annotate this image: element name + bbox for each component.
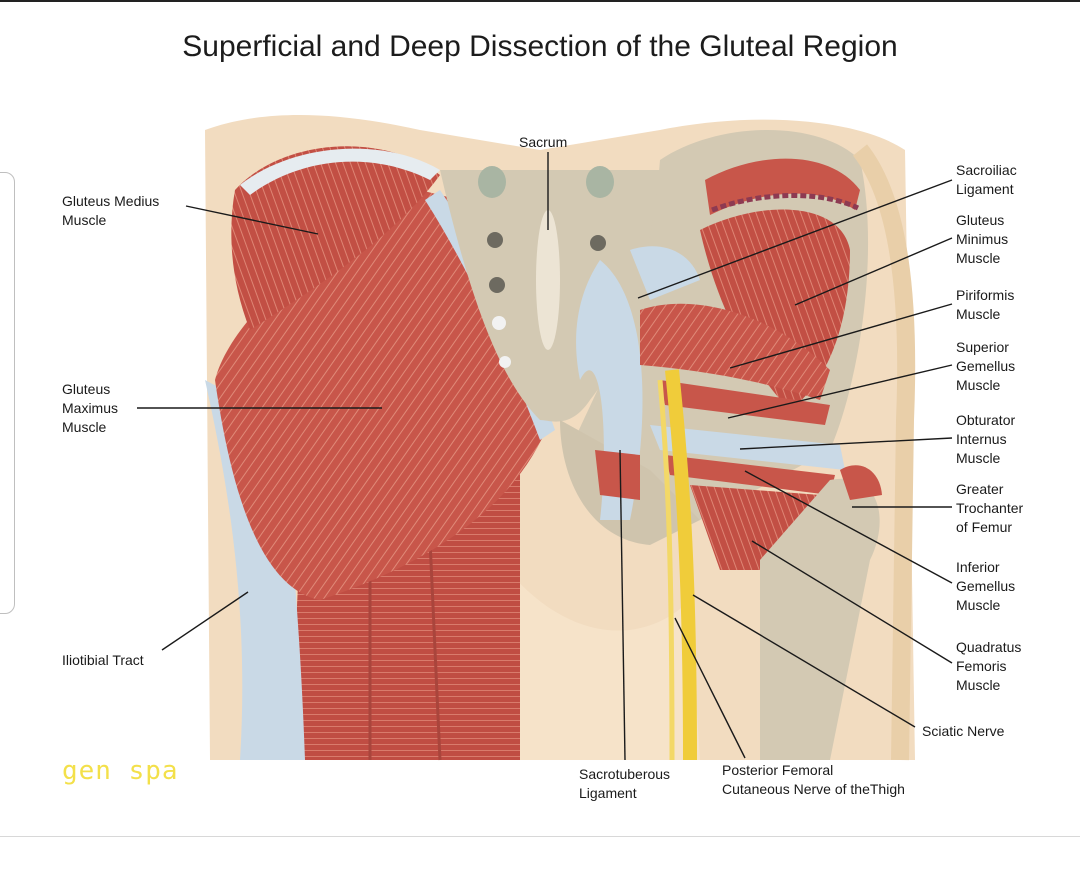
label-obturator-internus: Obturator Internus Muscle — [956, 412, 1016, 466]
gluteus-medius-shape — [231, 146, 440, 330]
top-border — [0, 0, 1080, 2]
label-iliotibial-tract: Iliotibial Tract — [62, 652, 144, 668]
label-gluteus-maximus: Gluteus Maximus Muscle — [62, 381, 119, 435]
label-piriformis: Piriformis Muscle — [956, 287, 1015, 322]
femur-shape — [760, 478, 880, 760]
leader-lines — [137, 152, 953, 761]
leader-posterior-femoral — [674, 617, 746, 759]
sciatic-nerve-shape — [665, 369, 697, 761]
sacral-foramen-4l — [499, 356, 511, 368]
leader-sciatic — [692, 594, 916, 728]
watermark-text: gen spa — [62, 756, 179, 786]
sacral-foramen-2l — [489, 277, 505, 293]
page-title: Superficial and Deep Dissection of the G… — [182, 30, 898, 63]
label-sacrotuberous-ligament: Sacrotuberous Ligament — [579, 766, 671, 801]
leader-gluteus-medius — [185, 205, 319, 235]
leader-sacrotuberous — [619, 449, 626, 761]
sacral-foramen-1r — [590, 235, 606, 251]
leader-gluteus-minimus — [794, 237, 953, 306]
side-panel-tab[interactable] — [0, 172, 15, 614]
inferior-gemellus-shape — [665, 455, 835, 495]
sacral-ala-right — [586, 166, 614, 198]
leader-iliotibial — [161, 591, 249, 651]
bottom-divider — [0, 836, 1080, 837]
obturator-internus-shape — [650, 425, 845, 470]
greater-trochanter-shape — [840, 465, 882, 500]
sacral-ala-left — [478, 166, 506, 198]
label-sciatic-nerve: Sciatic Nerve — [922, 723, 1005, 739]
right-thigh-outline — [852, 144, 916, 761]
posterior-femoral-nerve-shape — [657, 379, 675, 761]
label-sacroiliac-ligament: Sacroiliac Ligament — [956, 162, 1017, 197]
label-superior-gemellus: Superior Gemellus Muscle — [956, 339, 1016, 393]
leader-piriformis — [729, 303, 953, 369]
leader-obturator — [739, 437, 953, 450]
leader-sacroiliac — [637, 179, 953, 299]
leader-inferior-gemellus — [744, 470, 953, 584]
piriformis-shape — [640, 303, 830, 400]
label-inferior-gemellus: Inferior Gemellus Muscle — [956, 559, 1016, 613]
gluteus-medius-top-tendon — [240, 148, 440, 195]
label-posterior-femoral-nerve: Posterior Femoral Cutaneous Nerve of the… — [722, 762, 905, 797]
label-gluteus-medius: Gluteus Medius Muscle — [62, 193, 160, 228]
leader-quadratus — [751, 540, 953, 664]
label-gluteus-minimus: Gluteus Minimus Muscle — [956, 212, 1009, 266]
sacral-crest — [536, 210, 560, 350]
buttock-lower-skin — [480, 560, 700, 760]
sacral-foramen-3l — [492, 316, 506, 330]
hamstring-divider-2 — [428, 539, 442, 761]
iliac-crest-muscle — [705, 158, 860, 215]
label-sacrum: Sacrum — [519, 134, 568, 150]
label-quadratus-femoris: Quadratus Femoris Muscle — [956, 639, 1022, 693]
sacral-foramen-1l — [487, 232, 503, 248]
label-greater-trochanter: Greater Trochanter of Femur — [956, 481, 1024, 535]
sacroiliac-ligament-shape — [630, 246, 700, 300]
superior-gemellus-shape — [660, 380, 830, 425]
small-muscle-left — [595, 450, 640, 500]
leader-superior-gemellus — [727, 364, 953, 419]
